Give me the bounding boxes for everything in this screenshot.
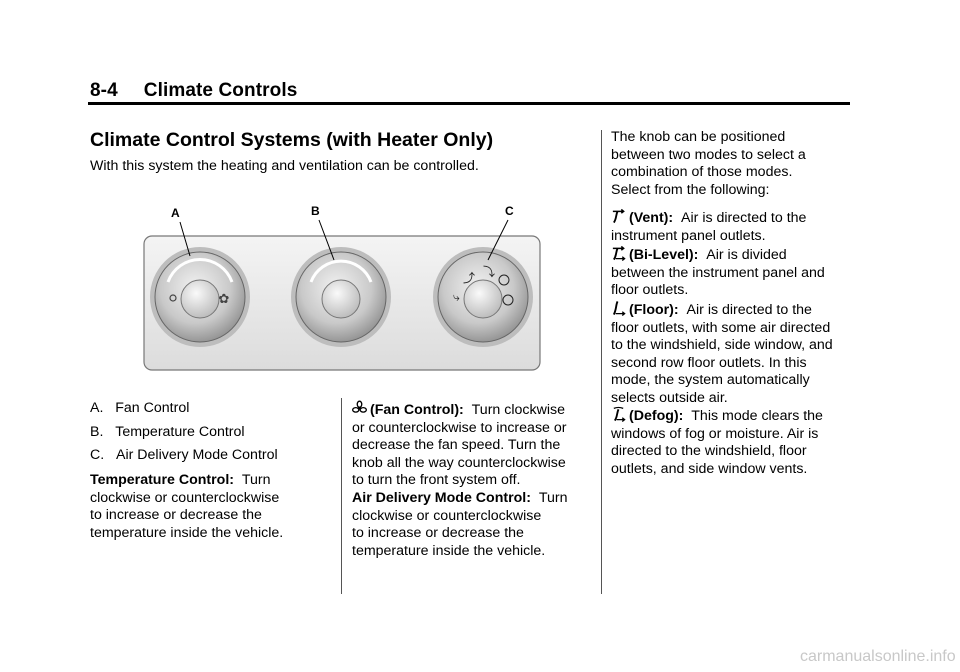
header-rule: [88, 102, 850, 105]
air-delivery-knob: ⤴ ⤵ ⤷: [433, 247, 533, 347]
floor-paragraph: (Floor): Air is directed to the floor ou…: [611, 301, 833, 406]
defog-label: (Defog):: [629, 408, 684, 424]
vent-icon: [612, 208, 625, 224]
floor-icon: [612, 301, 626, 316]
watermark: carmanualsonline.info: [800, 648, 956, 665]
callout-line-c: [487, 219, 509, 261]
callout-a: A: [171, 206, 180, 220]
legend-item: A. Fan Control: [90, 400, 190, 416]
vent-paragraph: (Vent): Air is directed to the instrumen…: [611, 208, 807, 244]
bilevel-icon: [612, 245, 626, 261]
floor-label: (Floor):: [629, 302, 679, 318]
page-title: Climate Control Systems (with Heater Onl…: [90, 129, 494, 151]
vent-label: (Vent):: [629, 210, 674, 226]
bilevel-paragraph: (Bi-Level): Air is divided between the i…: [611, 245, 825, 298]
section-title: Climate Controls: [143, 80, 298, 101]
column-divider: [601, 130, 602, 594]
fan-label: (Fan Control):: [370, 402, 464, 418]
svg-text:✿: ✿: [219, 292, 230, 307]
knob-paragraph: The knob can be positioned between two m…: [611, 129, 806, 180]
temperature-knob: [291, 247, 391, 347]
callout-b: B: [311, 204, 320, 218]
svg-text:⤵: ⤵: [483, 265, 495, 279]
temperature-paragraph: Temperature Control: Turn clockwise or c…: [90, 472, 284, 541]
legend-item: C. Air Delivery Mode Control: [90, 447, 278, 463]
callout-line-a: [179, 221, 191, 257]
callout-c: C: [505, 204, 514, 218]
fan-knob: ✿: [150, 247, 250, 347]
air-delivery-label: Air Delivery Mode Control:: [352, 490, 531, 506]
intro-text: With this system the heating and ventila…: [90, 158, 479, 174]
svg-text:⤴: ⤴: [463, 270, 475, 285]
svg-text:⤷: ⤷: [453, 290, 460, 304]
figure-legend: A. Fan Control B. Temperature Control C.…: [90, 400, 330, 471]
fan-icon: [352, 400, 367, 413]
temperature-label: Temperature Control:: [90, 472, 234, 488]
defog-paragraph: (Defog): This mode clears the windows of…: [611, 406, 823, 477]
section-number: 8-4: [90, 80, 118, 101]
page-header: 8-4 Climate Controls: [90, 80, 297, 102]
legend-item: B. Temperature Control: [90, 423, 245, 440]
bilevel-label: (Bi-Level):: [629, 247, 699, 263]
air-delivery-paragraph: Air Delivery Mode Control: Turn clockwis…: [352, 490, 568, 559]
select-text: Select from the following:: [611, 182, 770, 198]
callout-line-b: [318, 219, 335, 261]
fan-paragraph: (Fan Control): Turn clockwise or counter…: [352, 400, 567, 488]
defog-icon: [613, 406, 626, 422]
climate-panel-illustration: ✿ ⤴ ⤵ ⤷: [143, 219, 541, 371]
column-divider: [341, 398, 342, 594]
